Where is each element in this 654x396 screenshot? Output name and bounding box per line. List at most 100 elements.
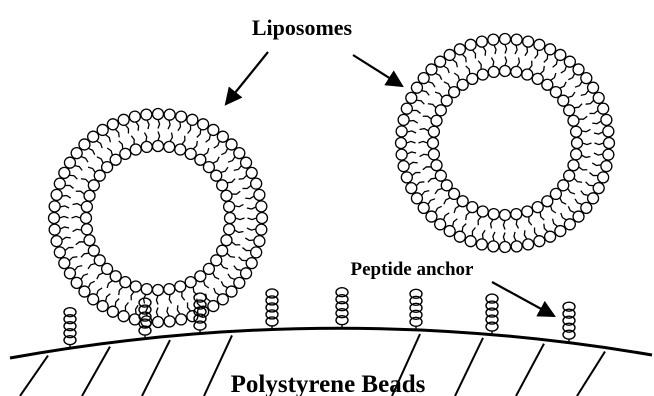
peptide-anchor [336, 288, 348, 329]
outer-lipid-tail [221, 148, 227, 154]
outer-lipid-head [64, 268, 75, 279]
outer-lipid-tail [462, 224, 466, 232]
outer-lipid-tail [156, 308, 158, 317]
inner-lipid-head [88, 245, 99, 256]
outer-lipid-head [573, 64, 584, 75]
outer-lipid-tail [453, 219, 458, 227]
outer-lipid-tail [69, 175, 77, 179]
outer-lipid-head [523, 36, 534, 47]
outer-lipid-head [534, 39, 545, 50]
inner-lipid-tail [235, 230, 244, 232]
outer-lipid-head [251, 247, 262, 258]
outer-lipid-head [476, 239, 487, 250]
outer-lipid-tail [435, 206, 441, 212]
inner-lipid-head [488, 209, 499, 220]
outer-lipid-tail [65, 248, 73, 251]
inner-lipid-tail [516, 220, 518, 229]
outer-lipid-tail [136, 122, 139, 131]
inner-lipid-tail [423, 116, 432, 119]
outer-lipid-tail [581, 91, 589, 96]
outer-lipid-tail [592, 121, 601, 124]
outer-lipid-head [251, 178, 262, 189]
outer-lipid-tail [106, 294, 111, 302]
inner-lipid-tail [144, 133, 146, 142]
inner-lipid-head [81, 224, 92, 235]
outer-lipid-head [246, 167, 257, 178]
outer-lipid-head [426, 64, 437, 75]
inner-lipid-tail [236, 218, 245, 220]
outer-lipid-head [59, 167, 70, 178]
hatch-line [577, 352, 605, 396]
outer-lipid-tail [568, 73, 574, 79]
outer-lipid-head [107, 119, 118, 130]
outer-lipid-tail [409, 121, 418, 124]
outer-lipid-tail [197, 129, 201, 137]
outer-lipid-tail [553, 219, 558, 227]
outer-lipid-tail [167, 307, 169, 316]
inner-lipid-tail [156, 296, 158, 305]
inner-lipid-tail [169, 295, 171, 304]
outer-lipid-head [564, 219, 575, 230]
inner-lipid-tail [478, 61, 481, 70]
inner-lipid-head [164, 141, 175, 152]
inner-lipid-tail [444, 198, 450, 204]
outer-lipid-tail [409, 162, 418, 165]
outer-lipid-tail [60, 216, 69, 218]
inner-lipid-tail [582, 129, 591, 131]
outer-lipid-tail [525, 47, 528, 56]
outer-lipid-head [454, 231, 465, 242]
outer-lipid-head [256, 224, 267, 235]
outer-lipid-tail [472, 50, 475, 58]
inner-lipid-tail [560, 198, 566, 204]
outer-lipid-tail [412, 173, 420, 176]
inner-lipid-tail [227, 253, 235, 257]
inner-lipid-head [221, 190, 232, 201]
outer-lipid-tail [407, 152, 416, 154]
hatch-line [455, 338, 483, 396]
inner-lipid-head [571, 149, 582, 160]
inner-lipid-tail [560, 82, 566, 88]
peptide-anchor [64, 308, 76, 349]
inner-lipid-tail [579, 116, 588, 119]
inner-lipid-head [185, 277, 196, 288]
outer-lipid-tail [435, 73, 441, 79]
outer-lipid-head [217, 294, 228, 305]
inner-lipid-tail [221, 167, 228, 172]
outer-lipid-head [51, 189, 62, 200]
outer-lipid-head [555, 226, 566, 237]
inner-lipid-tail [232, 242, 241, 245]
outer-lipid-head [396, 138, 407, 149]
outer-lipid-tail [97, 288, 103, 295]
inner-lipid-head [225, 213, 236, 224]
inner-lipid-tail [568, 189, 575, 194]
outer-lipid-tail [581, 191, 589, 196]
hatch-line [516, 344, 544, 396]
inner-lipid-tail [540, 212, 544, 220]
inner-lipid-head [221, 235, 232, 246]
outer-lipid-tail [561, 213, 567, 220]
outer-lipid-head [603, 126, 614, 137]
inner-lipid-tail [73, 204, 82, 206]
outer-lipid-tail [178, 122, 181, 131]
outer-lipid-tail [544, 54, 548, 62]
inner-lipid-head [428, 126, 439, 137]
outer-lipid-head [59, 258, 70, 269]
outer-lipid-head [118, 114, 129, 125]
inner-lipid-head [428, 149, 439, 160]
outer-lipid-tail [483, 47, 486, 56]
outer-lipid-tail [422, 191, 430, 196]
outer-lipid-tail [553, 60, 558, 68]
outer-lipid-head [129, 111, 140, 122]
outer-lipid-head [598, 172, 609, 183]
inner-lipid-tail [423, 167, 432, 170]
outer-lipid-head [254, 236, 265, 247]
hatch-line [82, 347, 110, 396]
inner-lipid-tail [505, 57, 507, 66]
outer-lipid-head [79, 286, 90, 297]
outer-lipid-tail [88, 281, 94, 287]
outer-lipid-head [418, 73, 429, 84]
inner-lipid-head [477, 206, 488, 217]
inner-lipid-tail [551, 206, 556, 213]
outer-lipid-head [534, 236, 545, 247]
